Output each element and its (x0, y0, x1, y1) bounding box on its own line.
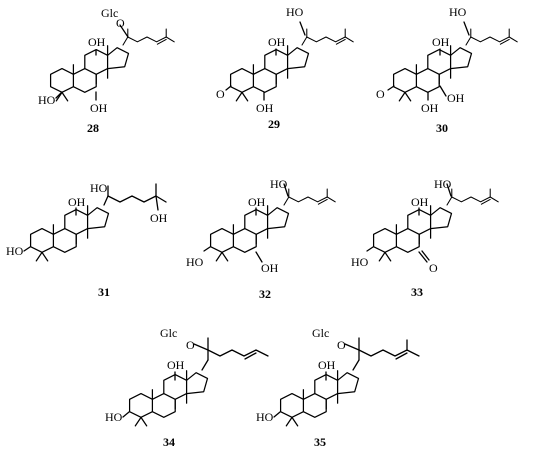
hydroxyl-label: OH (68, 195, 86, 209)
ketone-oxygen-label: O (429, 261, 438, 275)
compound-33: HO OH HO O 33 (351, 177, 499, 299)
hydroxyl-label: HO (105, 410, 123, 424)
glc-label: Glc (101, 6, 118, 20)
hydroxyl-label: HO (90, 181, 108, 195)
compound-30: HO OH O OH OH 30 (376, 5, 518, 135)
compound-number: 29 (268, 117, 280, 131)
hydroxyl-label: OH (268, 35, 286, 49)
compound-number: 30 (436, 121, 448, 135)
compound-28: Glc O OH HO OH 28 (38, 6, 175, 135)
hydroxyl-label: HO (256, 410, 274, 424)
compound-number: 32 (259, 287, 271, 301)
ketone-oxygen-label: O (376, 87, 385, 101)
hydroxyl-label: HO (270, 177, 288, 191)
hydroxyl-label: OH (447, 91, 465, 105)
glc-label: Glc (160, 326, 177, 340)
hydroxyl-label: HO (449, 5, 467, 19)
oxygen-label: O (116, 16, 125, 30)
hydroxyl-label: HO (186, 255, 204, 269)
oxygen-label: O (186, 338, 195, 352)
compound-number: 33 (411, 285, 423, 299)
ketone-oxygen-label: O (216, 87, 225, 101)
hydroxyl-label: HO (286, 5, 304, 19)
compound-31: HO OH OH HO 31 (6, 181, 168, 299)
oxygen-label: O (337, 338, 346, 352)
hydroxyl-label: OH (167, 358, 185, 372)
hydroxyl-label: OH (88, 35, 106, 49)
compound-34: Glc O OH HO 34 (105, 326, 269, 449)
hydroxyl-label: OH (90, 101, 108, 115)
hydroxyl-label: OH (318, 358, 336, 372)
glc-label: Glc (312, 326, 329, 340)
hydroxyl-label: OH (248, 195, 266, 209)
compound-number: 35 (314, 435, 326, 449)
compound-32: HO OH HO OH 32 (186, 177, 336, 301)
hydroxyl-label: OH (421, 101, 439, 115)
compound-number: 31 (98, 285, 110, 299)
hydroxyl-label: HO (434, 177, 452, 191)
hydroxyl-label: OH (432, 35, 450, 49)
hydroxyl-label: HO (351, 255, 369, 269)
compound-35: Glc O OH HO 35 (256, 326, 420, 449)
compound-number: 34 (163, 435, 175, 449)
hydroxyl-label: OH (261, 261, 279, 275)
hydroxyl-label: OH (411, 195, 429, 209)
compound-number: 28 (87, 121, 99, 135)
hydroxyl-label: OH (150, 211, 168, 225)
compound-29: HO OH O OH 29 (216, 5, 354, 131)
hydroxyl-label: OH (256, 101, 274, 115)
hydroxyl-label: HO (38, 93, 56, 107)
hydroxyl-label: HO (6, 244, 24, 258)
